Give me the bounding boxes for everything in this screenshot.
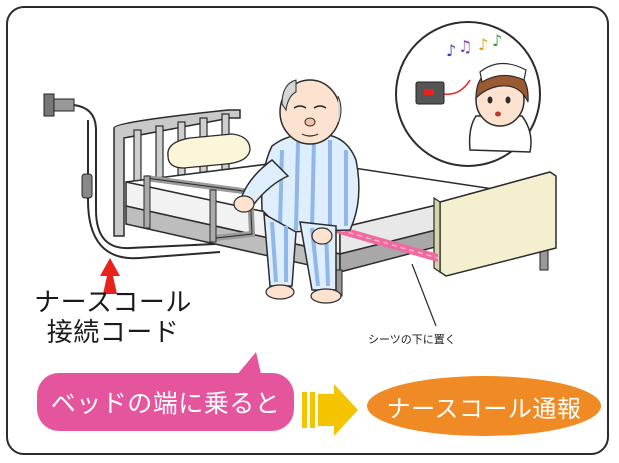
pink-bubble-tail: [236, 352, 262, 378]
bed: [113, 109, 557, 327]
trigger-caption: ベッドの端に乗ると: [37, 373, 294, 431]
cord-label-line1: ナースコール: [34, 288, 192, 318]
svg-text:♪: ♪: [478, 35, 488, 54]
nurse-call-scene: ♪ ♫ ♪ ♪: [395, 21, 541, 167]
svg-text:♪: ♪: [492, 31, 502, 50]
sheet-placement-note: シーツの下に置く: [368, 333, 456, 346]
nurse-figure: [468, 62, 532, 153]
svg-text:♪: ♪: [446, 41, 456, 60]
cord-label: ナースコール 接続コード: [28, 288, 198, 348]
elderly-man: [233, 79, 360, 304]
yellow-arrow-icon: [302, 384, 358, 436]
svg-text:♫: ♫: [458, 37, 472, 56]
result-caption: ナースコール通報: [367, 376, 601, 436]
trigger-caption-text: ベッドの端に乗ると: [50, 389, 281, 418]
music-notes-icon: ♪ ♫ ♪ ♪: [446, 31, 502, 60]
cord-label-line2: 接続コード: [46, 318, 180, 348]
result-caption-text: ナースコール通報: [386, 394, 582, 423]
red-up-arrow-icon: [100, 258, 120, 294]
nurse-call-cord: [43, 93, 301, 294]
